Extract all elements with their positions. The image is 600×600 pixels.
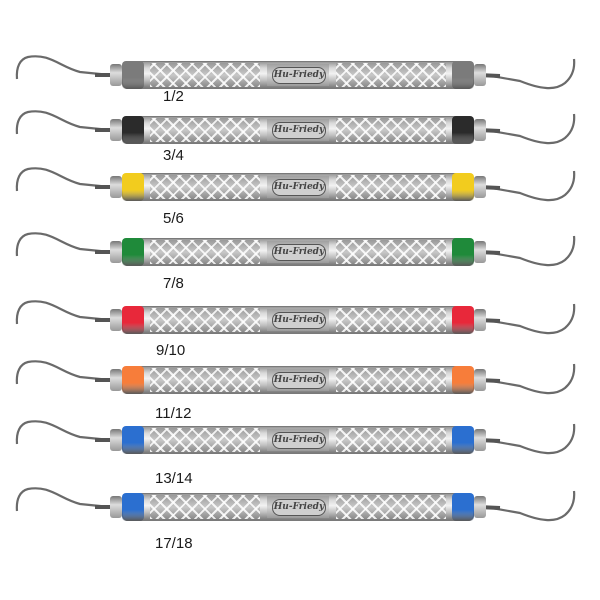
knurl-pattern	[150, 308, 260, 332]
ferrule	[110, 309, 122, 331]
brand-logo: Hu-Friedy	[272, 432, 326, 449]
instrument-label: 17/18	[155, 535, 193, 552]
instrument-label: 5/6	[163, 210, 184, 227]
color-band	[452, 116, 474, 144]
knurl-pattern	[150, 368, 260, 392]
dental-curette-17-18: Hu-Friedy	[0, 477, 600, 537]
knurl-pattern	[150, 240, 260, 264]
instrument-label: 11/12	[155, 405, 192, 422]
dental-curette-9-10: Hu-Friedy	[0, 290, 600, 350]
brand-logo: Hu-Friedy	[272, 499, 326, 516]
knurl-pattern	[336, 118, 446, 142]
color-band	[122, 61, 144, 89]
knurled-handle: Hu-Friedy	[110, 366, 486, 394]
ferrule	[474, 64, 486, 86]
instrument-label: 9/10	[156, 342, 186, 359]
knurled-handle: Hu-Friedy	[110, 493, 486, 521]
color-band	[452, 426, 474, 454]
knurl-pattern	[150, 428, 260, 452]
brand-logo: Hu-Friedy	[272, 122, 326, 139]
knurl-pattern	[336, 175, 446, 199]
ferrule	[110, 369, 122, 391]
ferrule	[474, 309, 486, 331]
knurled-handle: Hu-Friedy	[110, 61, 486, 89]
knurl-pattern	[150, 175, 260, 199]
color-band	[452, 306, 474, 334]
instrument-label: 1/2	[163, 88, 184, 105]
color-band	[452, 173, 474, 201]
color-band	[122, 426, 144, 454]
instrument-label: 3/4	[163, 147, 184, 164]
ferrule	[110, 176, 122, 198]
knurl-pattern	[150, 63, 260, 87]
knurl-pattern	[336, 63, 446, 87]
brand-logo: Hu-Friedy	[272, 372, 326, 389]
ferrule	[110, 241, 122, 263]
knurled-handle: Hu-Friedy	[110, 173, 486, 201]
ferrule	[474, 119, 486, 141]
brand-logo: Hu-Friedy	[272, 244, 326, 261]
ferrule	[110, 429, 122, 451]
ferrule	[110, 496, 122, 518]
dental-curette-7-8: Hu-Friedy	[0, 222, 600, 282]
ferrule	[474, 241, 486, 263]
knurl-pattern	[150, 495, 260, 519]
color-band	[122, 493, 144, 521]
ferrule	[474, 369, 486, 391]
dental-curette-1-2: Hu-Friedy	[0, 45, 600, 105]
color-band	[122, 116, 144, 144]
instrument-label: 7/8	[163, 275, 184, 292]
knurled-handle: Hu-Friedy	[110, 306, 486, 334]
ferrule	[474, 496, 486, 518]
color-band	[452, 238, 474, 266]
knurl-pattern	[336, 368, 446, 392]
instrument-label: 13/14	[155, 470, 193, 487]
knurl-pattern	[336, 495, 446, 519]
ferrule	[474, 176, 486, 198]
color-band	[452, 61, 474, 89]
brand-logo: Hu-Friedy	[272, 179, 326, 196]
color-band	[122, 306, 144, 334]
dental-curette-3-4: Hu-Friedy	[0, 100, 600, 160]
color-band	[122, 173, 144, 201]
color-band	[452, 366, 474, 394]
dental-curette-13-14: Hu-Friedy	[0, 410, 600, 470]
knurl-pattern	[336, 240, 446, 264]
knurl-pattern	[336, 428, 446, 452]
knurled-handle: Hu-Friedy	[110, 238, 486, 266]
knurled-handle: Hu-Friedy	[110, 116, 486, 144]
ferrule	[474, 429, 486, 451]
color-band	[452, 493, 474, 521]
color-band	[122, 238, 144, 266]
dental-curette-11-12: Hu-Friedy	[0, 350, 600, 410]
dental-curette-5-6: Hu-Friedy	[0, 157, 600, 217]
ferrule	[110, 119, 122, 141]
knurl-pattern	[336, 308, 446, 332]
brand-logo: Hu-Friedy	[272, 312, 326, 329]
brand-logo: Hu-Friedy	[272, 67, 326, 84]
color-band	[122, 366, 144, 394]
knurled-handle: Hu-Friedy	[110, 426, 486, 454]
knurl-pattern	[150, 118, 260, 142]
ferrule	[110, 64, 122, 86]
